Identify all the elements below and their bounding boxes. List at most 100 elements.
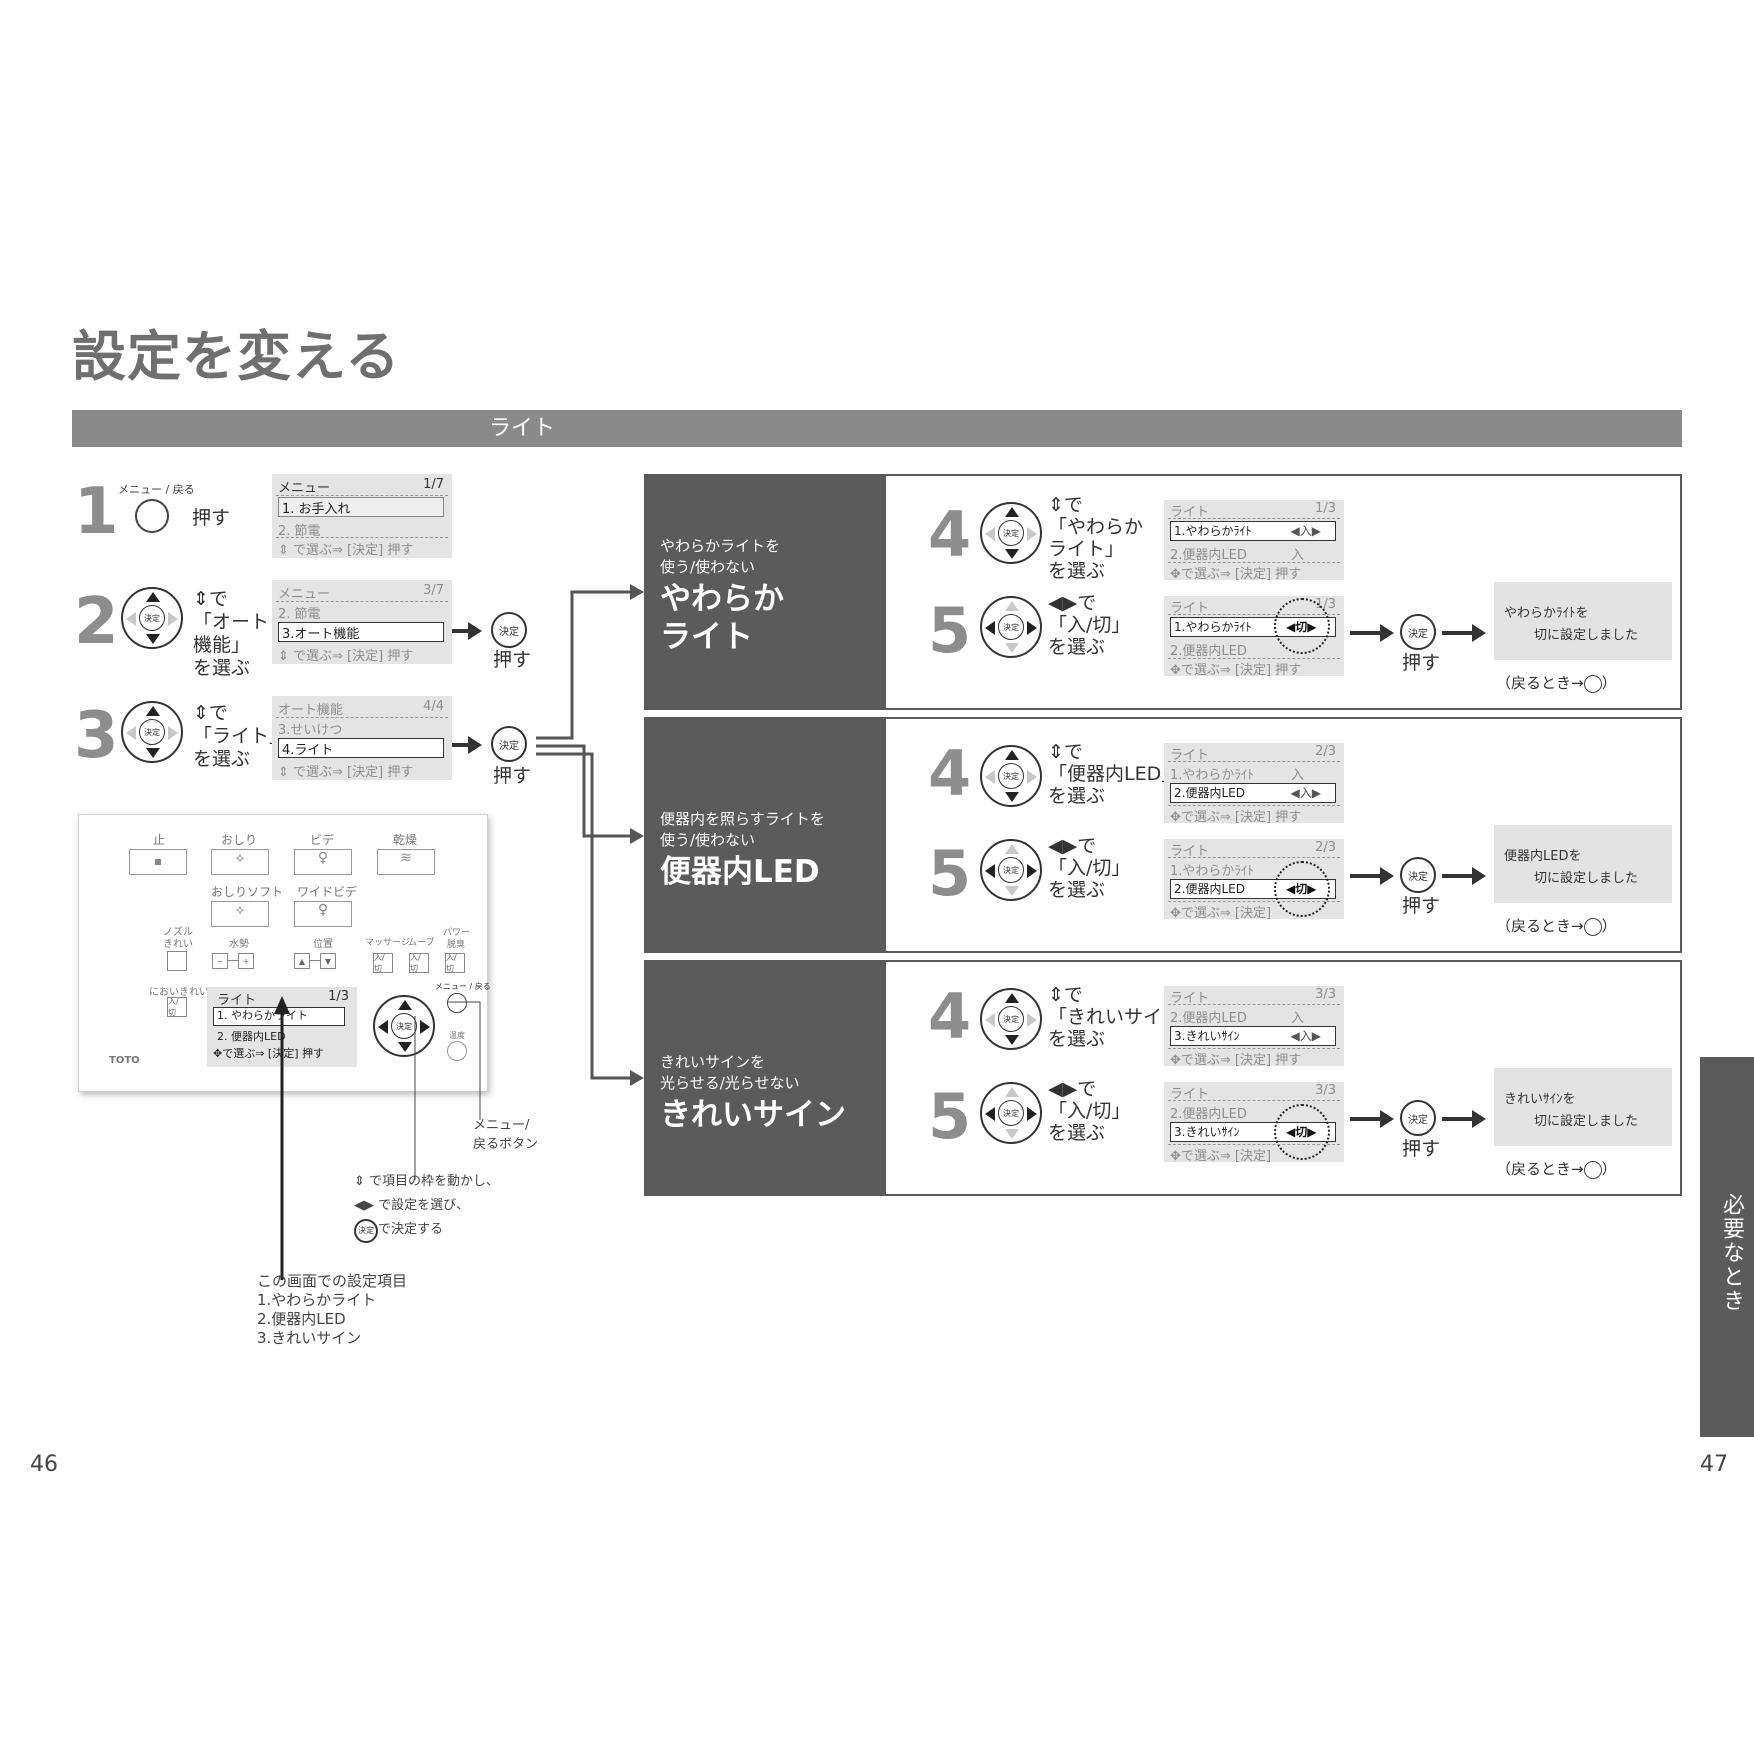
menu-back-icon [1583, 674, 1602, 693]
instr-line: を選ぶ [1048, 560, 1106, 582]
arrow-line [1350, 874, 1384, 878]
dpad-button[interactable]: 決定 [121, 701, 183, 763]
lcd-divider [1168, 761, 1340, 762]
side-tab: 必要なとき [1700, 1057, 1754, 1437]
bide-label: ビデ [310, 833, 335, 847]
result-message: 便器内LEDを 切に設定しました [1494, 825, 1672, 903]
updown-icon: ⇕ [1048, 741, 1064, 763]
down-arrow-icon [1005, 886, 1019, 896]
annotation-lines [274, 996, 481, 1280]
dpad-button[interactable]: 決定 [980, 839, 1042, 901]
lcd-page: 2/3 [1315, 840, 1336, 855]
plus-button[interactable]: + [238, 953, 254, 969]
down-arrow-icon [1005, 1129, 1019, 1139]
result-line: 切に設定しました [1534, 1114, 1639, 1129]
oshiri-soft-button[interactable]: ⟡ [211, 901, 269, 927]
panel-title-line: ライト [660, 619, 753, 655]
list-item: 3.きれいサイン [257, 1329, 362, 1347]
dpad-button[interactable]: 決定 [980, 988, 1042, 1050]
leftright-icon: ◀▶ [354, 1198, 374, 1213]
position-back-button[interactable]: ▲ [294, 953, 310, 969]
bide-button[interactable]: ♀ [294, 849, 352, 875]
spray-icon: ⟡ [235, 850, 245, 866]
lcd-header: ライト [1170, 844, 1210, 859]
arrow-line [452, 629, 472, 633]
lcd-row: 3.せいけつ [278, 723, 343, 738]
lcd-screen: ライト 3/3 2.便器内LED 入 3.きれいｻｲﾝ◀入▶ ✥で選ぶ⇒ [決定… [1164, 986, 1344, 1068]
kettei-center: 決定 [998, 1006, 1024, 1032]
lcd-screen: ライト 1/3 1.やわらかﾗｲﾄ 2.便器内LED ◀切▶ ✥で選ぶ⇒ [決定… [1164, 596, 1344, 678]
instr-line: 「入/切」 [1048, 1100, 1131, 1122]
lcd-row: 2. 節電 [278, 524, 321, 539]
instr-line: ⇕で [193, 588, 228, 610]
down-arrow-icon [1005, 792, 1019, 802]
lcd-footer-text: で選ぶ⇒ [決定] 押す [293, 543, 414, 558]
section-label: ライト [488, 416, 555, 441]
lcd-row: 2. 節電 [278, 607, 321, 622]
nioi-button[interactable]: 入/切 [167, 997, 187, 1017]
right-arrow-icon [168, 726, 178, 740]
dpad-button[interactable]: 決定 [980, 596, 1042, 658]
power-button[interactable]: 入/切 [445, 953, 465, 973]
oshiri-button[interactable]: ⟡ [211, 849, 269, 875]
result-line: きれいｻｲﾝを [1504, 1092, 1576, 1107]
push-label: 押す [1402, 652, 1441, 674]
lcd-divider [1168, 658, 1340, 659]
arrow-head-icon [1380, 624, 1394, 642]
left-arrow-icon [985, 621, 995, 635]
instr-line: を選ぶ [1048, 636, 1106, 658]
lcd-row: 2.便器内LED [1170, 1011, 1247, 1026]
kettei-button[interactable]: 決定 [1400, 1100, 1436, 1136]
kansou-label: 乾燥 [393, 833, 418, 847]
lcd-row: 1.やわらかﾗｲﾄ [1170, 768, 1254, 783]
step-instruction: ◀▶で 「入/切」 を選ぶ [1048, 835, 1130, 901]
menu-back-button[interactable] [135, 499, 169, 533]
minus-button[interactable]: − [212, 953, 228, 969]
page-number-right: 47 [1700, 1452, 1728, 1477]
kansou-button[interactable]: ≋ [377, 849, 435, 875]
step-instruction: ◀▶で 「入/切」 を選ぶ [1048, 592, 1130, 658]
annotation-line: メニュー/ [473, 1118, 530, 1133]
dpad-button[interactable]: 決定 [121, 587, 183, 649]
lcd-header: メニュー [278, 587, 331, 602]
lcd-footer: ⇕ で選ぶ⇒ [決定] 押す [278, 765, 414, 780]
lcd-divider [1168, 1048, 1340, 1049]
range-line [310, 960, 320, 961]
panel-title-line: きれいサイン [660, 1097, 846, 1133]
lcd-page: 1/7 [423, 477, 444, 492]
lcd-divider [1168, 1144, 1340, 1145]
move-button[interactable]: 入/切 [409, 953, 429, 973]
kettei-button[interactable]: 決定 [1400, 857, 1436, 893]
step-number: 5 [928, 837, 972, 910]
left-arrow-icon [126, 726, 136, 740]
kettei-center: 決定 [139, 719, 165, 745]
position-forward-button[interactable]: ▼ [320, 953, 336, 969]
dpad-button[interactable]: 決定 [980, 1082, 1042, 1144]
down-arrow-icon [146, 634, 160, 644]
left-arrow-icon [126, 612, 136, 626]
up-arrow-icon [146, 706, 160, 716]
kettei-button[interactable]: 決定 [491, 612, 527, 648]
lcd-divider [276, 717, 448, 718]
kettei-button[interactable]: 決定 [1400, 614, 1436, 650]
dpad-button[interactable]: 決定 [980, 745, 1042, 807]
arrow-head-icon [468, 736, 482, 754]
right-arrow-icon [168, 612, 178, 626]
kettei-button[interactable]: 決定 [491, 726, 527, 762]
remote-control: 止 おしり ビデ 乾燥 ⟡ ♀ ≋ おしりソフト ワイドビデ ⟡ ♀ ノズル き… [78, 814, 491, 1092]
lcd-header: ライト [1170, 505, 1210, 520]
lcd-divider [1168, 857, 1340, 858]
dpad-button[interactable]: 決定 [980, 502, 1042, 564]
instr-line: ◀▶で [1048, 835, 1097, 857]
nioi-label: においきれい [149, 987, 209, 998]
stop-icon [155, 859, 161, 865]
result-message: やわらかﾗｲﾄを 切に設定しました [1494, 582, 1672, 660]
stop-button[interactable] [129, 849, 187, 875]
menu-back-button[interactable] [447, 993, 467, 1013]
ondo-button[interactable] [447, 1041, 467, 1061]
nozzle-button[interactable] [167, 951, 187, 971]
instr-line: 「便器内LED」 [1048, 763, 1181, 785]
remote-dpad[interactable]: 決定 [373, 995, 435, 1057]
wide-bide-button[interactable]: ♀ [294, 901, 352, 927]
massage-button[interactable]: 入/切 [373, 953, 393, 973]
